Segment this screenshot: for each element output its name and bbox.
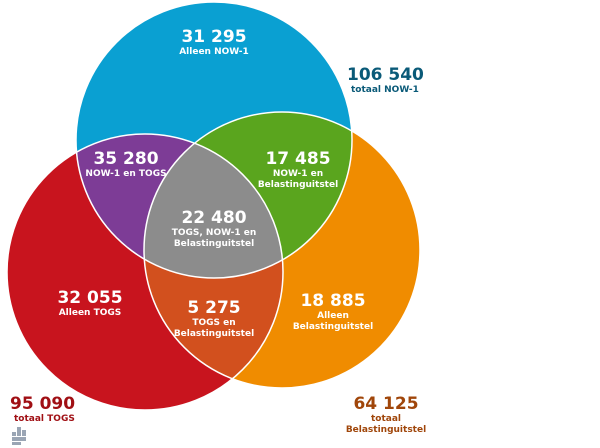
region-label: Belastinguitstel bbox=[174, 239, 254, 249]
region-value: 32 055 bbox=[57, 288, 122, 308]
region-value: 17 485 bbox=[265, 149, 330, 169]
region-label: NOW-1 en bbox=[273, 169, 323, 179]
region-label: Belastinguitstel bbox=[174, 329, 254, 339]
region-label: Alleen bbox=[317, 311, 349, 321]
region-value: 5 275 bbox=[187, 298, 240, 318]
region-label: Alleen TOGS bbox=[59, 308, 122, 318]
region-only-belastinguitstel: 18 885 Alleen Belastinguitstel bbox=[293, 291, 373, 332]
region-now1-belastinguitstel: 17 485 NOW-1 en Belastinguitstel bbox=[258, 149, 338, 190]
region-label: Belastinguitstel bbox=[258, 180, 338, 190]
total-value: 95 090 bbox=[10, 394, 75, 414]
total-value: 64 125 bbox=[353, 394, 418, 414]
region-all-three: 22 480 TOGS, NOW-1 en Belastinguitstel bbox=[172, 208, 257, 249]
region-now1-togs: 35 280 NOW-1 en TOGS bbox=[85, 149, 166, 179]
total-belastinguitstel: 64 125 totaal Belastinguitstel bbox=[346, 394, 426, 435]
cbs-logo-icon bbox=[12, 427, 26, 445]
total-togs: 95 090 totaal TOGS bbox=[10, 394, 75, 424]
region-value: 35 280 bbox=[93, 149, 158, 169]
region-label: NOW-1 en TOGS bbox=[85, 169, 166, 179]
region-label: Alleen NOW-1 bbox=[179, 47, 249, 57]
region-label: TOGS en bbox=[192, 318, 235, 328]
total-value: 106 540 bbox=[347, 65, 424, 85]
region-label: Belastinguitstel bbox=[293, 322, 373, 332]
total-label: totaal TOGS bbox=[14, 414, 75, 424]
region-value: 31 295 bbox=[181, 27, 246, 47]
region-value: 22 480 bbox=[181, 208, 246, 228]
region-label: TOGS, NOW-1 en bbox=[172, 228, 257, 238]
total-label: Belastinguitstel bbox=[346, 425, 426, 435]
region-only-togs: 32 055 Alleen TOGS bbox=[57, 288, 122, 318]
region-togs-belastinguitstel: 5 275 TOGS en Belastinguitstel bbox=[174, 298, 254, 339]
region-only-now1: 31 295 Alleen NOW-1 bbox=[179, 27, 249, 57]
total-now1: 106 540 totaal NOW-1 bbox=[347, 65, 424, 95]
total-label: totaal bbox=[371, 414, 401, 424]
region-value: 18 885 bbox=[300, 291, 365, 311]
total-label: totaal NOW-1 bbox=[351, 85, 419, 95]
